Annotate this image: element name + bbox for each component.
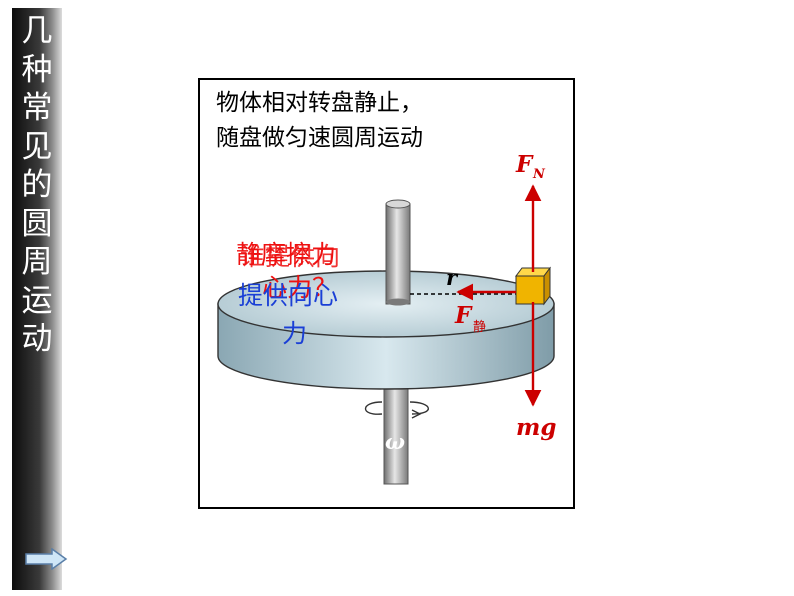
axle-upper: [385, 203, 411, 305]
right-arrow-icon[interactable]: [24, 548, 68, 570]
rotation-arrow: [364, 401, 383, 415]
overlay-blue-line-1: 提供向心: [238, 281, 338, 310]
sidebar-title-char: 常: [21, 90, 53, 126]
sidebar-title-char: 种: [21, 51, 53, 88]
sidebar-title-char: 运: [21, 282, 53, 319]
diagram-caption: 物体相对转盘静止， 随盘做匀速圆周运动: [216, 86, 423, 156]
caption-line-1: 物体相对转盘静止，: [216, 90, 423, 116]
sidebar-title-char: 动: [21, 321, 53, 357]
sidebar-title-char: 几: [21, 13, 53, 49]
normal-force-subscript: N: [532, 167, 546, 182]
gravity-label: mg: [516, 414, 556, 441]
sidebar-title-char: 的: [21, 167, 53, 203]
overlay-red-line-1: 静摩擦力: [236, 240, 336, 269]
sidebar-title-char: 见: [21, 128, 53, 165]
diagram-frame: 物体相对转盘静止， 随盘做匀速圆周运动: [198, 78, 575, 509]
rotating-disk-diagram: F N r F 静 mg ω 静摩擦力 谁提供向 心力？ 提供向心 力: [217, 151, 556, 485]
sidebar-title: 几 种 常 见 的 圆 周 运 动: [12, 12, 62, 359]
caption-line-2: 随盘做匀速圆周运动: [216, 125, 423, 151]
axle-lower: [383, 379, 409, 485]
static-friction-label: F: [454, 302, 473, 329]
radius-label: r: [446, 265, 459, 290]
angular-velocity-label: ω: [385, 429, 405, 454]
block: [515, 266, 551, 306]
sidebar-title-char: 圆: [21, 205, 53, 242]
sidebar: 几 种 常 见 的 圆 周 运 动: [12, 8, 68, 590]
overlay-red-line-3: 心力？: [262, 273, 337, 302]
static-friction-subscript: 静: [473, 320, 486, 335]
overlay-red-line-2: 谁提供向: [240, 242, 340, 271]
overlay-blue-line-2: 力: [282, 319, 307, 348]
sidebar-title-char: 周: [21, 244, 53, 280]
normal-force-label: F: [515, 151, 534, 178]
